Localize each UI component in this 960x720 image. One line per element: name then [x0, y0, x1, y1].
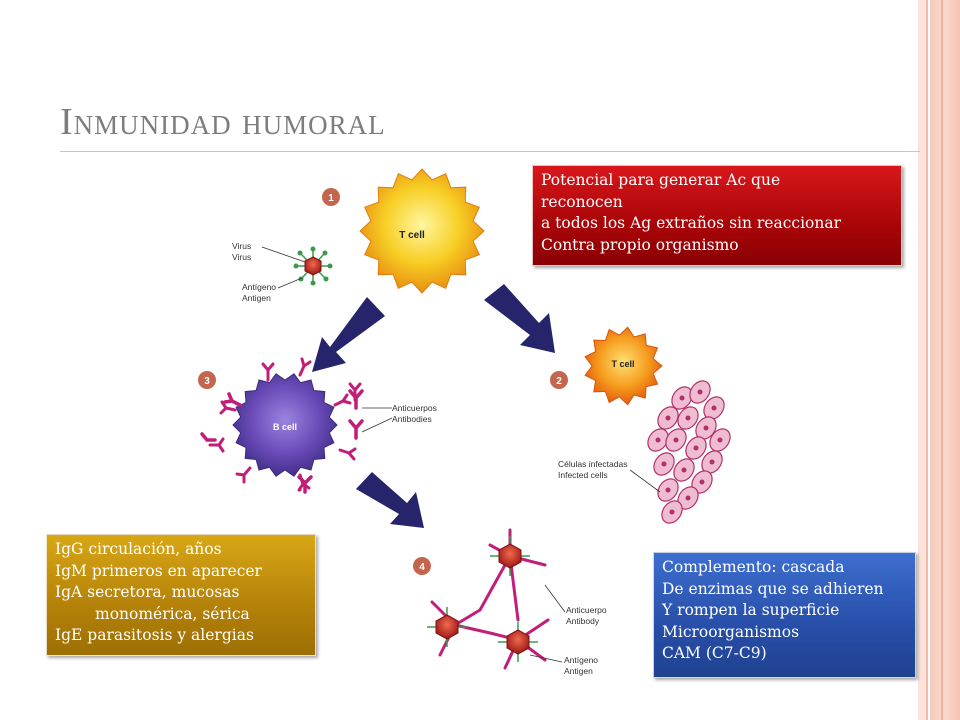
slide-border-stripe — [941, 0, 943, 720]
label-antibodies-es: Anticuerpos — [392, 403, 437, 413]
arrow-to-t-cell-small — [484, 284, 555, 353]
label-antigen4-es: Antígeno — [564, 655, 598, 665]
step-badge-3: 3 — [198, 371, 216, 389]
callout-gold-line: IgA secretora, mucosas — [55, 583, 240, 601]
step-badge-4: 4 — [413, 557, 431, 575]
callout-gold-line: monomérica, sérica — [95, 604, 250, 623]
slide-title: Inmunidad humoral — [60, 101, 386, 143]
free-antibodies — [200, 389, 364, 494]
callout-gold-line: IgM primeros en aparecer — [55, 561, 262, 580]
svg-text:1: 1 — [328, 193, 334, 204]
callout-immunoglobulins: IgG circulación, años IgM primeros en ap… — [46, 534, 316, 656]
callout-red-line: reconocen — [541, 192, 623, 211]
infected-cell-nuclei — [655, 389, 723, 515]
label-virus-en: Virus — [232, 252, 251, 262]
svg-text:T cell: T cell — [399, 230, 425, 241]
slide-border-outer — [930, 0, 960, 720]
step-badge-1: 1 — [322, 188, 340, 206]
svg-text:3: 3 — [204, 376, 210, 387]
callout-blue-line: CAM (C7-C9) — [662, 644, 767, 662]
b-cell-antibodies — [208, 357, 362, 492]
callout-blue-line: De enzimas que se adhieren — [662, 579, 884, 598]
arrows — [312, 284, 555, 528]
svg-text:2: 2 — [556, 376, 562, 387]
title-divider — [60, 151, 920, 152]
antigen-viruses — [427, 536, 538, 662]
leader-lines-1 — [261, 246, 306, 289]
callout-red-line: a todos los Ag extraños sin reaccionar — [541, 214, 841, 232]
leader-lines-3 — [361, 407, 393, 433]
label-antigen4-en: Antigen — [564, 666, 593, 676]
svg-text:B cell: B cell — [273, 422, 297, 432]
label-antigen1-en: Antigen — [242, 293, 271, 303]
callout-red-line: Potencial para generar Ac que — [541, 171, 781, 189]
label-virus-es: Virus — [232, 241, 251, 251]
slide-border-inner — [918, 0, 926, 720]
label-antibody4-en: Antibody — [566, 616, 600, 626]
callout-complement: Complemento: cascada De enzimas que se a… — [653, 552, 916, 678]
virus-1 — [293, 246, 333, 286]
label-antibody4-es: Anticuerpo — [566, 605, 607, 615]
callout-blue-line: Y rompen la superficie — [662, 601, 840, 619]
t-cell-large: T cell — [359, 168, 485, 294]
callout-gold-line: IgE parasitosis y alergias — [55, 626, 254, 644]
callout-red-line: Contra propio organismo — [541, 235, 739, 254]
callout-antibody-potential: Potencial para generar Ac que reconocen … — [532, 165, 902, 266]
t-cell-small: T cell — [584, 326, 663, 406]
svg-text:T cell: T cell — [611, 359, 634, 369]
step-badge-2: 2 — [550, 371, 568, 389]
arrow-to-antibodies — [356, 472, 424, 528]
virus-right — [498, 622, 538, 662]
label-infected-en: Infected cells — [558, 470, 608, 480]
callout-gold-line: IgG circulación, años — [55, 540, 222, 558]
svg-text:4: 4 — [419, 562, 425, 573]
leader-lines-4 — [529, 584, 566, 663]
label-infected-es: Células infectadas — [558, 459, 627, 469]
b-cell: B cell — [200, 357, 364, 494]
callout-blue-line: Complemento: cascada — [662, 558, 845, 576]
label-antigen1-es: Antígeno — [242, 282, 276, 292]
virus-left — [427, 607, 467, 647]
virus-top — [490, 536, 530, 576]
callout-blue-line: Microorganismos — [662, 622, 800, 641]
arrow-to-b-cell — [312, 297, 385, 372]
slide-border-line — [926, 0, 928, 720]
label-antibodies-en: Antibodies — [392, 414, 432, 424]
